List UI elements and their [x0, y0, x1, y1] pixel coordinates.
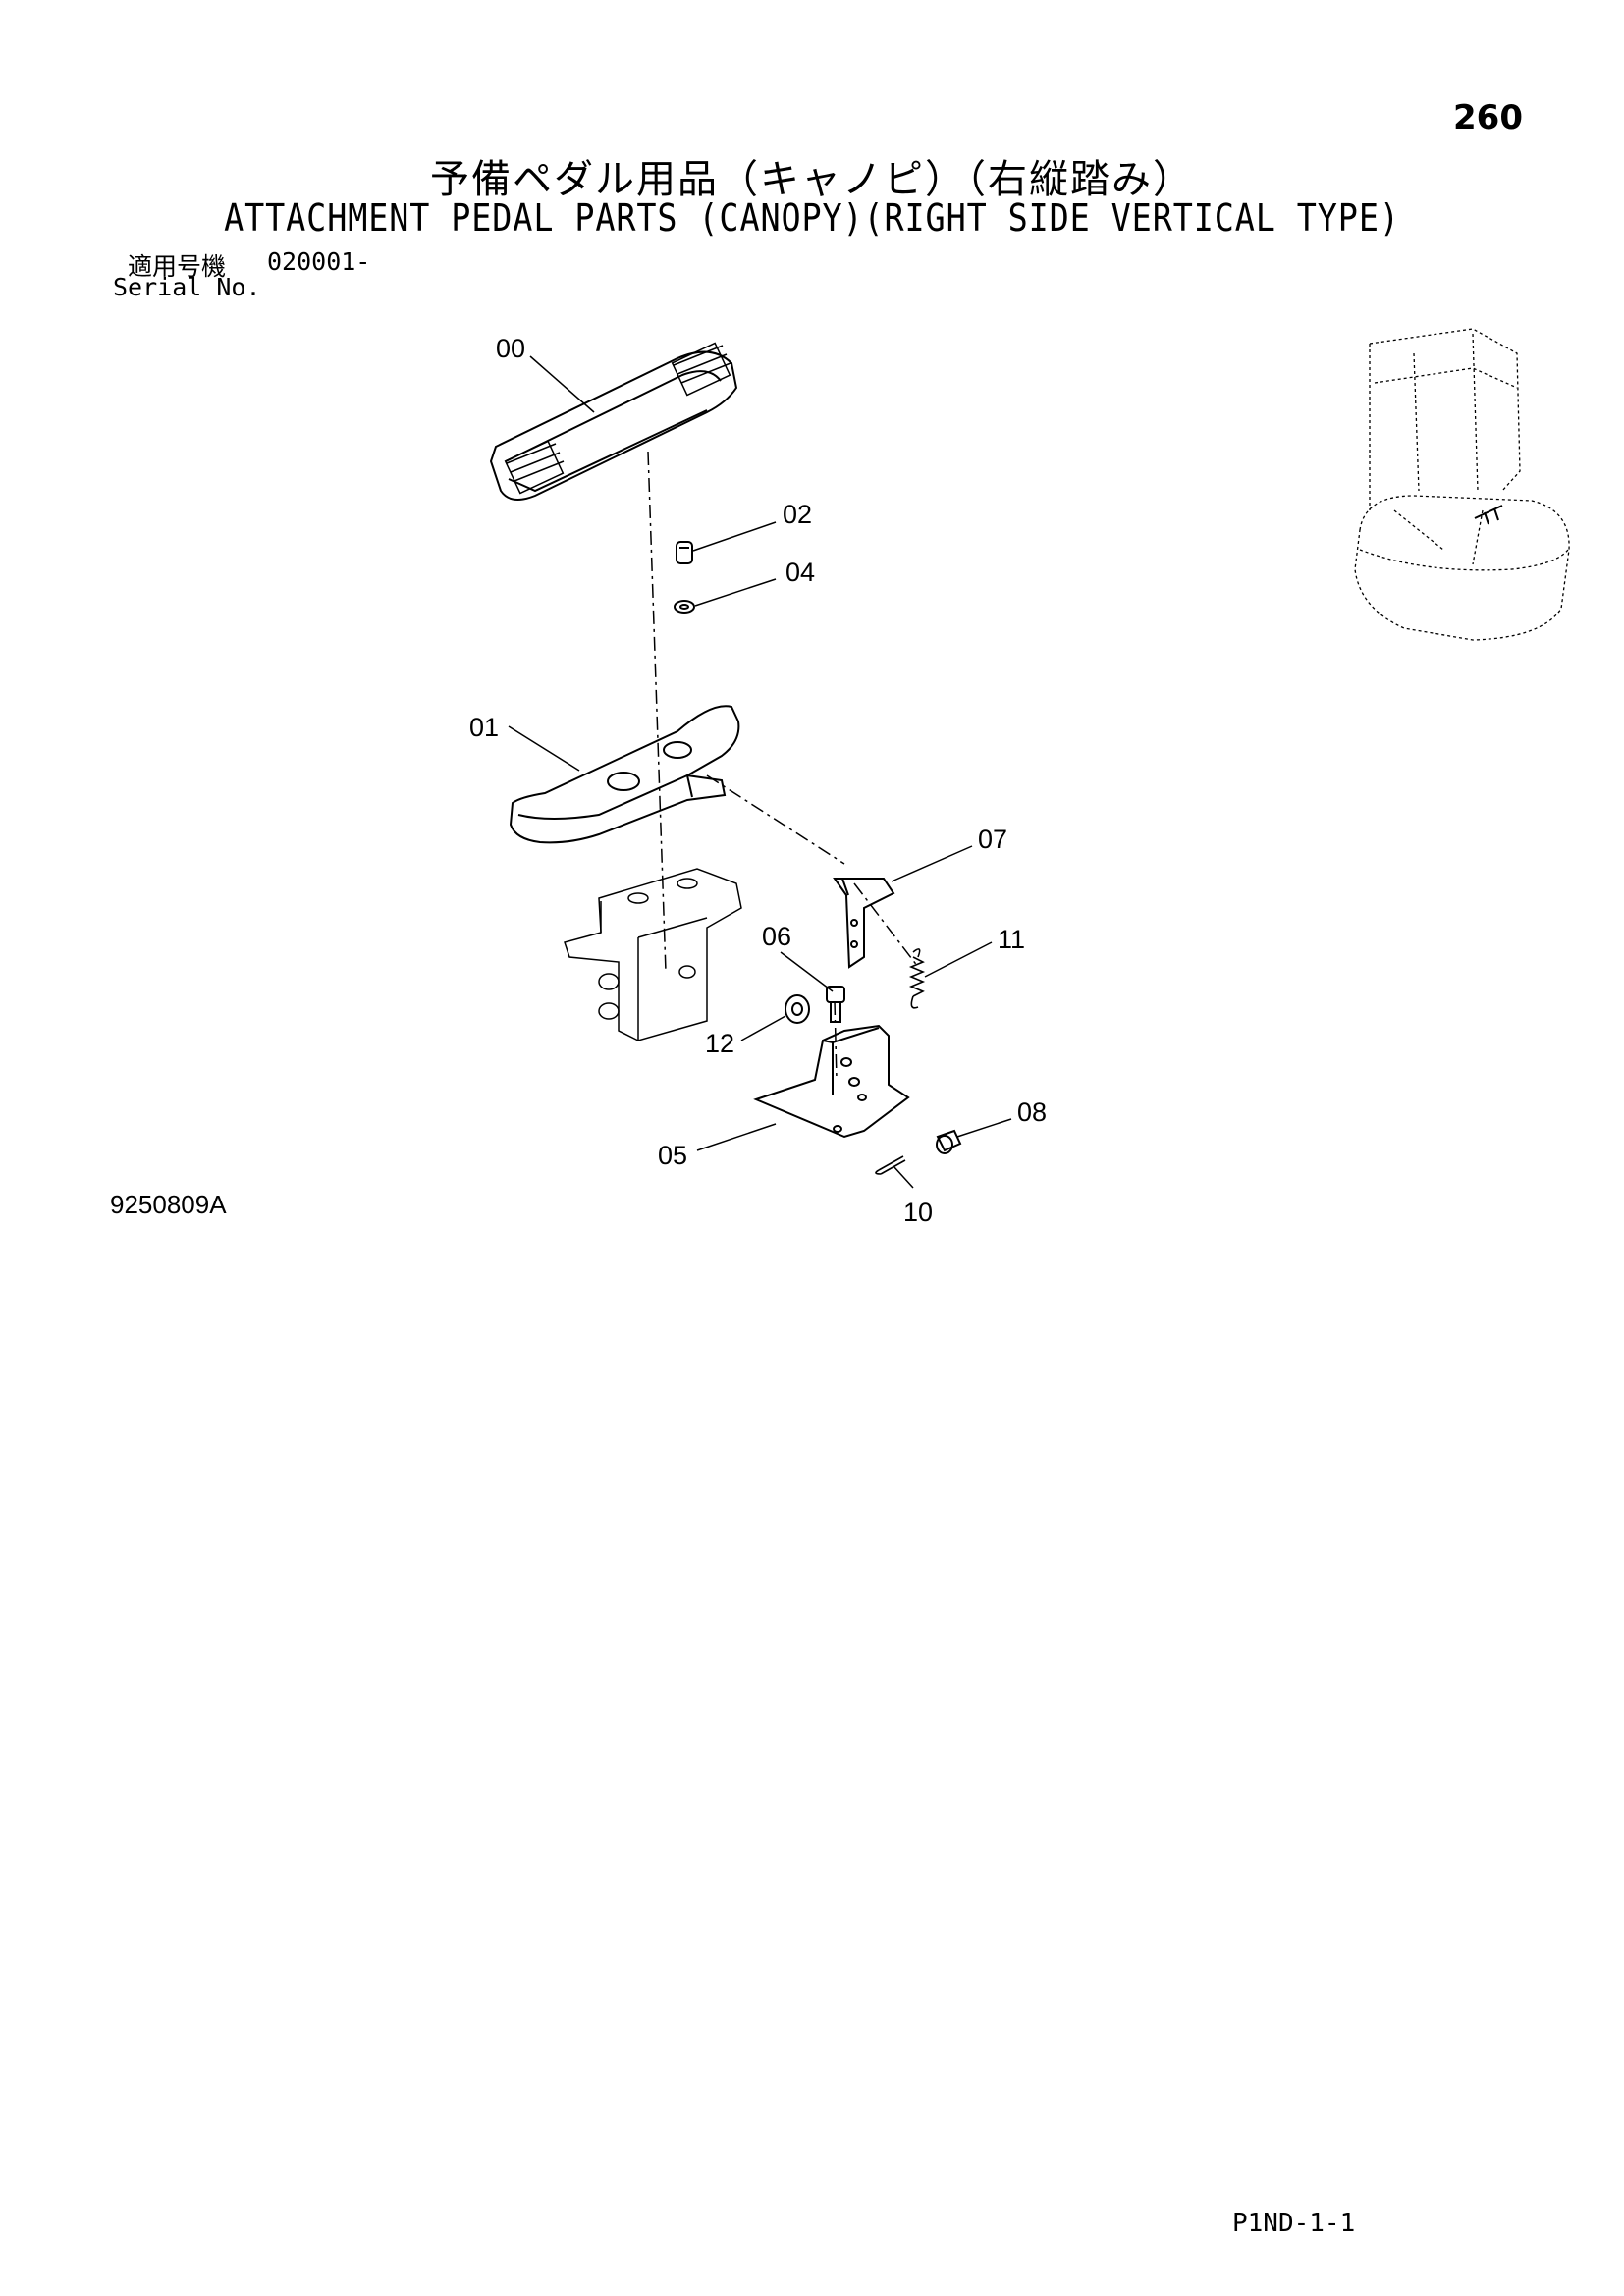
callout-00: 00 [496, 334, 525, 363]
drawing-number: 9250809A [110, 1190, 227, 1219]
machine-location-thumbnail [1354, 328, 1570, 641]
base-bracket-part-05 [753, 1024, 910, 1139]
callout-11: 11 [998, 925, 1025, 954]
footer-page-code: P1ND-1-1 [1232, 2209, 1356, 2238]
pin-part-08 [936, 1129, 962, 1154]
callout-05: 05 [658, 1141, 687, 1170]
callout-04: 04 [785, 558, 815, 587]
callout-06: 06 [762, 922, 791, 951]
callout-01: 01 [469, 713, 499, 742]
pedal-part-01 [509, 705, 740, 844]
serial-label-japanese: 適用号機 [128, 252, 227, 281]
page-title-japanese: 予備ペダル用品（キャノピ）（右縦踏み） [430, 157, 1194, 202]
bolt-part-06 [826, 986, 845, 1023]
washer-part-12 [785, 994, 810, 1024]
washer-part-04 [674, 600, 695, 614]
bolt-part-02 [676, 541, 693, 564]
callout-10: 10 [903, 1198, 933, 1227]
bracket-part-07 [833, 878, 895, 969]
serial-label-english: Serial No. [113, 273, 261, 301]
serial-value: 020001- [267, 247, 371, 276]
spring-part-11 [908, 948, 926, 1009]
callout-02: 02 [783, 500, 812, 529]
callout-08: 08 [1017, 1097, 1047, 1127]
location-marker-icon [1474, 505, 1503, 525]
assembly-centerlines [647, 451, 919, 1081]
callout-labels: 00 02 04 01 07 06 11 12 08 05 10 [469, 334, 1047, 1227]
page-title-english: ATTACHMENT PEDAL PARTS (CANOPY)(RIGHT SI… [224, 196, 1400, 240]
exploded-parts-diagram: 00 02 04 01 07 06 11 12 08 05 10 [469, 328, 1570, 1227]
leader-lines [508, 355, 1012, 1189]
pedal-cover-part [489, 342, 738, 501]
control-valve-body [564, 868, 742, 1041]
callout-07: 07 [978, 825, 1007, 854]
page-number: 260 [1453, 98, 1523, 137]
cotter-pin-part-10 [875, 1155, 906, 1175]
callout-12: 12 [705, 1029, 734, 1058]
